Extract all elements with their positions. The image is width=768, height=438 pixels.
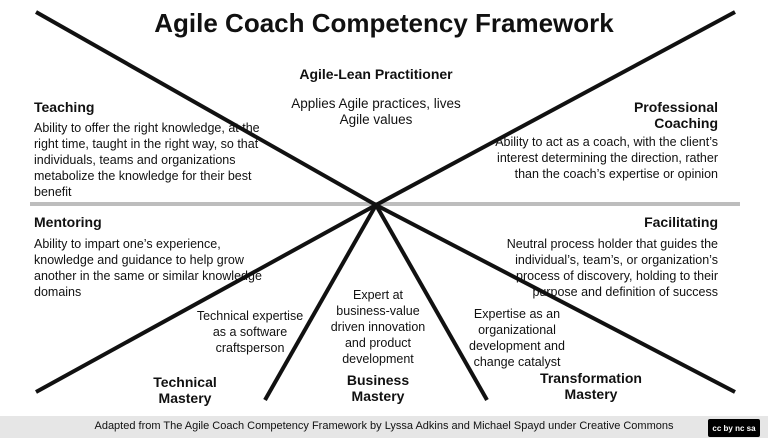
attribution-text: Adapted from The Agile Coach Competency … [94, 420, 674, 432]
mentoring-heading: Mentoring [34, 214, 102, 230]
business-heading: Business Mastery [346, 372, 410, 404]
facilitating-heading: Facilitating [644, 214, 718, 230]
center-text: Applies Agile practices, lives Agile val… [291, 96, 461, 127]
creative-commons-badge-icon: cc by nc sa [708, 419, 760, 437]
technical-heading: Technical Mastery [153, 374, 217, 406]
diagonal-line-top-left [35, 10, 377, 207]
transformation-text: Expertise as an organizational developme… [469, 307, 565, 369]
diagonal-line-top-right [375, 10, 736, 207]
footer: Adapted from The Agile Coach Competency … [0, 416, 768, 438]
ray-technical-left [35, 203, 377, 394]
teaching-text: Ability to offer the right knowledge, at… [34, 121, 260, 199]
center-heading: Agile-Lean Practitioner [299, 66, 453, 82]
transformation-heading: Transformation Mastery [540, 370, 642, 402]
mentoring-text: Ability to impart one’s experience, know… [34, 237, 262, 299]
facilitating-text: Neutral process holder that guides the i… [506, 237, 718, 299]
professional-coaching-heading: Professional Coaching [633, 99, 718, 131]
teaching-heading: Teaching [34, 99, 95, 115]
technical-text: Technical expertise as a software crafts… [196, 309, 304, 355]
business-text: Expert at business-value driven innovati… [330, 288, 426, 366]
page-title: Agile Coach Competency Framework [154, 8, 614, 38]
ray-business-left [263, 204, 378, 401]
ray-transformation-right [375, 203, 736, 394]
ray-business-right [374, 204, 489, 401]
professional-coaching-text: Ability to act as a coach, with the clie… [495, 135, 718, 181]
